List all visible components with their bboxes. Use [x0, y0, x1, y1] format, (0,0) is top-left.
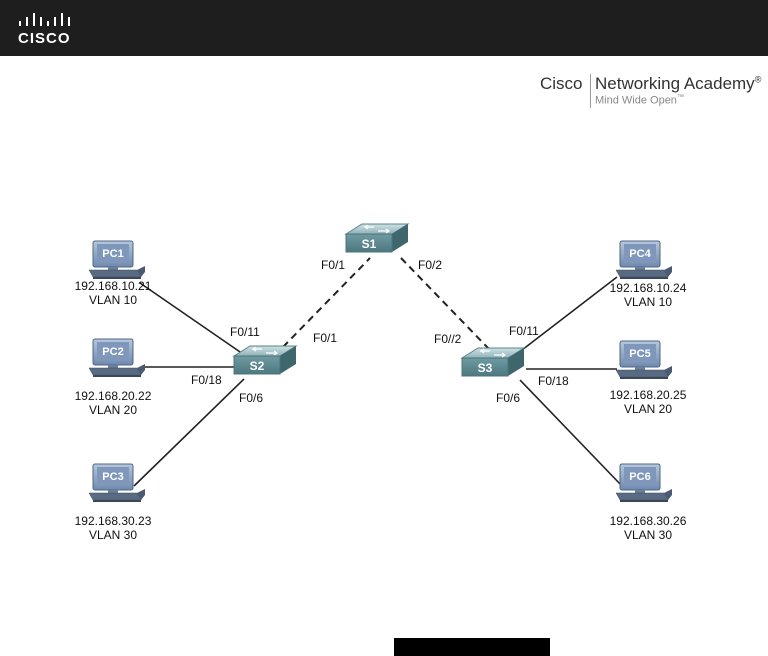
pc-pc1: PC1	[88, 240, 146, 280]
port-s2-f06: F0/6	[239, 391, 263, 405]
link-s3-pc4	[521, 276, 618, 351]
pc6-vlan: VLAN 30	[624, 528, 672, 542]
port-s2-f01: F0/1	[313, 331, 337, 345]
pc1-vlan: VLAN 10	[89, 293, 137, 307]
pc3-label: PC3	[102, 471, 123, 483]
link-s1-s3	[400, 257, 490, 350]
academy-divider	[590, 74, 591, 108]
port-s1-f01: F0/1	[321, 258, 345, 272]
networking-academy-logo: Cisco Networking Academy® Mind Wide Open…	[540, 72, 768, 112]
header-bar: CISCO	[0, 0, 768, 56]
port-s2-f011: F0/11	[230, 325, 260, 339]
port-s3-f011: F0/11	[509, 324, 539, 338]
academy-tagline: Mind Wide Open™	[595, 94, 684, 107]
link-s3-pc6	[519, 379, 623, 487]
bottom-black-bar	[394, 638, 550, 656]
switch-s3-label: S3	[478, 361, 493, 375]
link-s2-pc3	[133, 378, 245, 487]
port-s3-f02: F0//2	[434, 332, 462, 346]
cisco-logo: CISCO	[18, 12, 71, 47]
pc2-vlan: VLAN 20	[89, 403, 137, 417]
port-s1-f02: F0/2	[418, 258, 442, 272]
switch-s2-label: S2	[250, 359, 265, 373]
link-s1-s2	[282, 257, 371, 348]
pc2-label: PC2	[102, 346, 123, 358]
switch-s1-label: S1	[362, 237, 377, 251]
pc6-label: PC6	[629, 471, 650, 483]
pc4-vlan: VLAN 10	[624, 295, 672, 309]
pc3-vlan: VLAN 30	[89, 528, 137, 542]
switch-s3: S3	[461, 347, 525, 377]
pc-pc2: PC2	[88, 338, 146, 378]
pc5-label: PC5	[629, 348, 650, 360]
port-s2-f018: F0/18	[191, 373, 222, 387]
switch-s1: S1	[345, 223, 409, 253]
pc1-ip: 192.168.10.21	[75, 279, 152, 293]
pc5-vlan: VLAN 20	[624, 402, 672, 416]
pc2-ip: 192.168.20.22	[75, 389, 152, 403]
pc4-ip: 192.168.10.24	[610, 281, 687, 295]
port-s3-f06: F0/6	[496, 391, 520, 405]
switch-s2: S2	[233, 345, 297, 375]
pc4-label: PC4	[629, 248, 651, 260]
academy-name: Networking Academy®	[595, 74, 762, 93]
pc5-ip: 192.168.20.25	[610, 388, 687, 402]
pc1-label: PC1	[102, 248, 123, 260]
cisco-wordmark: CISCO	[18, 30, 71, 47]
pc-pc5: PC5	[615, 340, 673, 380]
cisco-bars-icon	[19, 13, 70, 26]
pc6-ip: 192.168.30.26	[610, 514, 687, 528]
link-s2-pc1	[139, 282, 244, 355]
port-s3-f018: F0/18	[538, 374, 569, 388]
pc3-ip: 192.168.30.23	[75, 514, 152, 528]
pc-pc4: PC4	[615, 240, 673, 280]
academy-brand: Cisco	[540, 74, 583, 93]
pc-pc3: PC3	[88, 463, 146, 503]
pc-pc6: PC6	[615, 463, 673, 503]
